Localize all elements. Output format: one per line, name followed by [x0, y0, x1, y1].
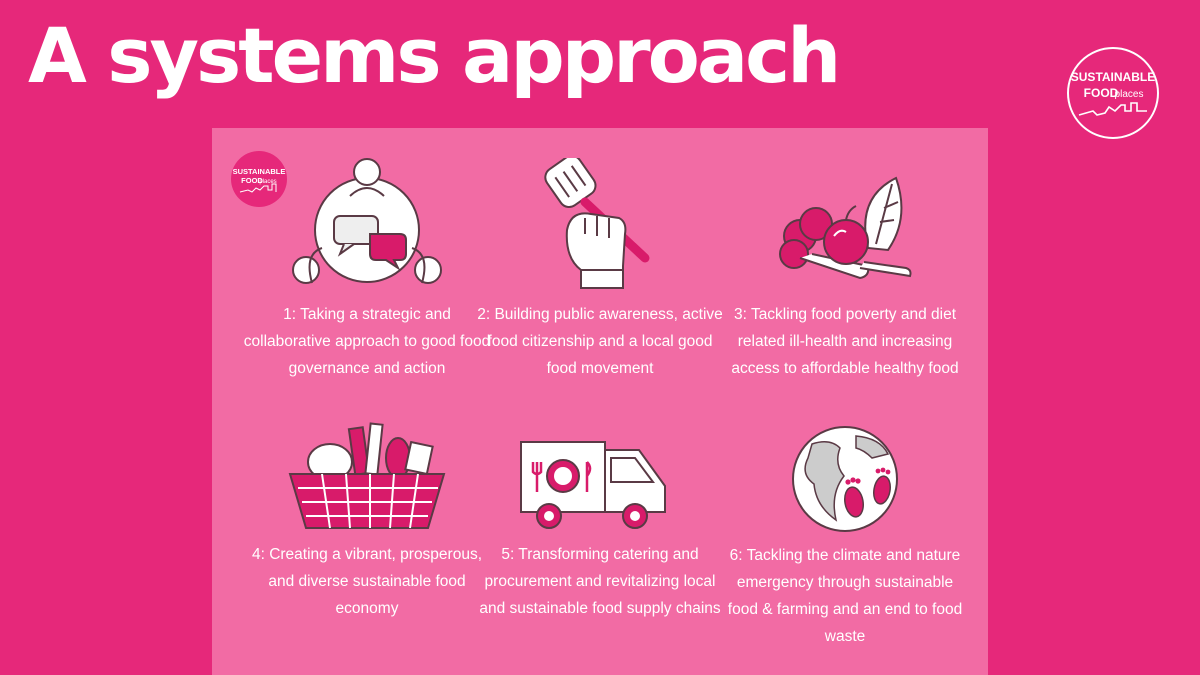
svg-text:places: places [259, 179, 276, 185]
approach-panel: SUSTAINABLE FOOD places 1: Taking a stra… [212, 128, 988, 675]
fist-spatula-icon [544, 158, 650, 289]
svg-text:SUSTAINABLE: SUSTAINABLE [1071, 70, 1155, 84]
sustainable-food-places-logo: SUSTAINABLE FOOD places [1067, 47, 1159, 139]
catering-van-icon [520, 441, 666, 529]
item-6-text: 6: Tackling the climate and nature emerg… [727, 547, 963, 645]
approach-item-5: 5: Transforming catering and procurement… [475, 428, 725, 622]
item-4-text: 4: Creating a vibrant, prosperous, and d… [251, 546, 483, 617]
approach-item-1: 1: Taking a strategic and collaborative … [242, 158, 492, 382]
fruit-vegetables-icon [779, 176, 912, 280]
item-1-text: 1: Taking a strategic and collaborative … [243, 306, 491, 377]
approach-item-2: 2: Building public awareness, active foo… [475, 158, 725, 382]
svg-text:places: places [1115, 89, 1144, 100]
svg-text:FOOD: FOOD [241, 176, 263, 185]
page-title: A systems approach [28, 11, 841, 100]
shopping-basket-icon [288, 422, 446, 529]
item-5-text: 5: Transforming catering and procurement… [479, 546, 721, 617]
item-2-text: 2: Building public awareness, active foo… [477, 306, 723, 377]
approach-item-4: 4: Creating a vibrant, prosperous, and d… [242, 418, 492, 622]
small-logo-badge: SUSTAINABLE FOOD places [231, 151, 287, 207]
approach-item-6: 6: Tackling the climate and nature emerg… [720, 424, 970, 650]
globe-footprints-icon [792, 426, 898, 532]
item-3-text: 3: Tackling food poverty and diet relate… [731, 306, 959, 377]
approach-item-3: 3: Tackling food poverty and diet relate… [720, 158, 970, 382]
svg-text:FOOD: FOOD [1084, 86, 1119, 100]
people-speech-icon [292, 158, 442, 284]
svg-text:SUSTAINABLE: SUSTAINABLE [233, 167, 286, 176]
